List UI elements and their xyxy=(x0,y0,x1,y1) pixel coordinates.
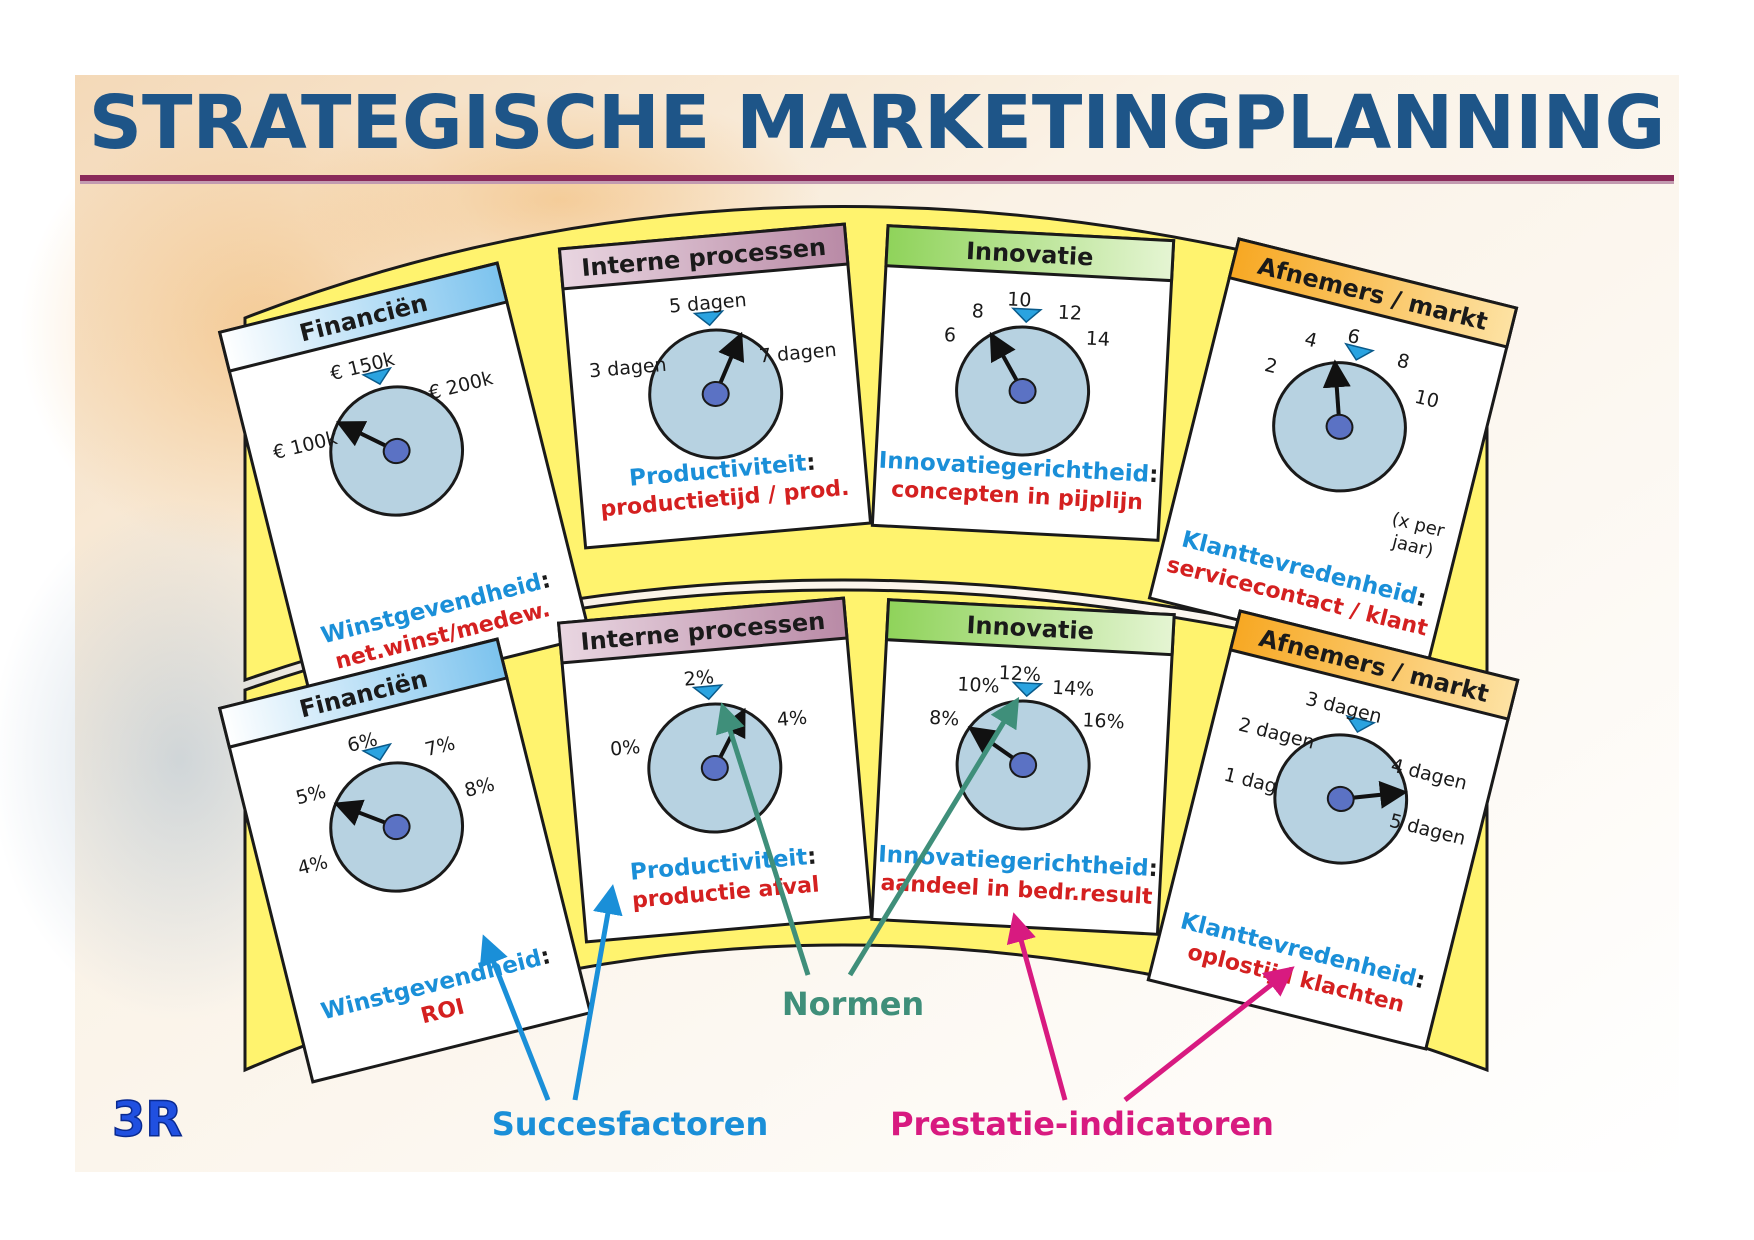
gauge-tick-label: 6 xyxy=(1345,325,1362,349)
legend-succesfactoren: Succesfactoren xyxy=(492,1105,769,1143)
panel-header xyxy=(1228,609,1520,721)
norm-marker-icon xyxy=(361,366,393,386)
panel-header xyxy=(884,598,1176,657)
norm-marker-icon xyxy=(692,310,725,327)
arrow-prestatie-to-afnemers xyxy=(1123,966,1295,1102)
norm-marker-icon xyxy=(1345,714,1377,733)
panel-header xyxy=(217,261,509,373)
gauge-tick-label: 0% xyxy=(609,736,641,761)
arrow-normen-to-processen xyxy=(715,702,811,976)
gauge-tick-label: 14 xyxy=(1085,328,1110,351)
gauge-hub xyxy=(382,437,411,465)
gauge-tick-label: 14% xyxy=(1051,677,1094,701)
panel-header xyxy=(1227,237,1519,349)
colon: : xyxy=(1148,856,1159,882)
arrow-succes-to-financien xyxy=(479,934,551,1101)
panels: Financiën€ 100k€ 150k€ 200kWinstgevendhe… xyxy=(217,222,1520,1084)
page-title: STRATEGISCHE MARKETINGPLANNING xyxy=(89,80,1666,166)
arrow-succes-to-processen xyxy=(572,884,623,1101)
gauge-tick-label: 6 xyxy=(943,324,956,347)
gauge-tick-label: 4% xyxy=(776,707,808,732)
gauge-tick-label: 16% xyxy=(1082,709,1125,733)
gauge-tick-label: 8 xyxy=(1395,349,1412,373)
gauge-hub xyxy=(1009,751,1038,779)
gauge-tick-label: 2% xyxy=(683,666,715,691)
panel-header xyxy=(884,224,1176,283)
gauge-hub xyxy=(1008,377,1037,404)
panel-header xyxy=(557,222,850,291)
gauge-tick-label: 10 xyxy=(1007,288,1032,311)
gauge-hub xyxy=(382,813,411,841)
gauge-tick-label: 2 xyxy=(1262,354,1279,378)
arrow-prestatie-to-innovatie xyxy=(1006,912,1068,1101)
norm-marker-icon xyxy=(1011,681,1044,698)
gauge-tick-label: 8% xyxy=(929,707,960,731)
legend-normen: Normen xyxy=(782,985,924,1023)
gauge-tick-label: 8 xyxy=(971,300,984,323)
gauge-tick-label: 12 xyxy=(1057,302,1082,325)
panel-header-label: Innovatie xyxy=(965,237,1094,272)
title-rule xyxy=(80,175,1674,181)
colon: : xyxy=(1148,462,1159,488)
norm-marker-icon xyxy=(691,684,724,701)
norm-marker-icon xyxy=(1011,307,1043,324)
title-rule-shadow xyxy=(80,181,1674,184)
legend-prestatie-indicatoren: Prestatie-indicatoren xyxy=(890,1105,1274,1143)
colon: : xyxy=(805,450,816,477)
norm-marker-icon xyxy=(361,742,393,762)
gauge-tick-label: 10% xyxy=(957,673,1000,697)
panel-interne-processen-row2: Interne processen0%2%4%Productiviteit:pr… xyxy=(556,596,874,944)
panel-innovatie-row2: Innovatie8%10%12%14%16%Innovatiegerichth… xyxy=(870,598,1176,936)
gauge-tick-label: 4 xyxy=(1302,328,1319,352)
panel-header-label: Innovatie xyxy=(966,611,1095,646)
colon: : xyxy=(806,844,817,871)
norm-marker-icon xyxy=(1344,342,1375,361)
gauge-hub xyxy=(1325,413,1354,440)
gauge-hub xyxy=(701,380,730,407)
gauge-tick-label: 12% xyxy=(998,662,1041,686)
logo-3r: 3R xyxy=(112,1092,182,1148)
panel-header xyxy=(556,596,849,665)
panel-header xyxy=(217,637,509,749)
arrow-normen-to-innovatie xyxy=(847,696,1020,977)
gauge-hub xyxy=(700,754,729,782)
gauge-hub xyxy=(1326,785,1355,813)
